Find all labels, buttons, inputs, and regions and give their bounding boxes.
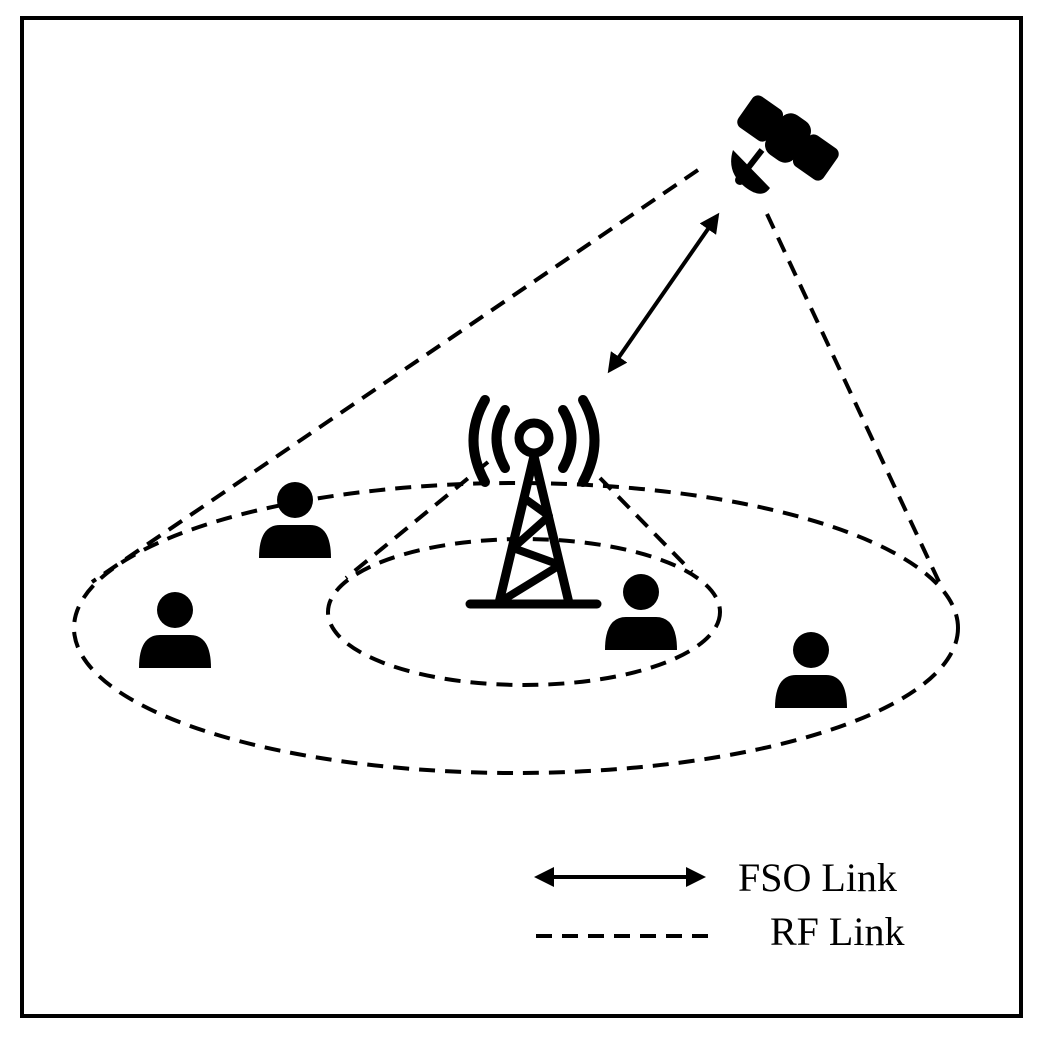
satellite-dish-icon — [731, 148, 770, 194]
satellite-rf-link-left — [90, 168, 700, 584]
user-icon — [259, 482, 331, 558]
cell-tower-icon — [465, 395, 602, 609]
tower-rf-link-right — [598, 476, 694, 574]
fso-link-arrow — [607, 212, 720, 374]
inner-coverage-area — [326, 537, 722, 687]
user-icon — [775, 632, 847, 708]
legend-fso-label: FSO Link — [738, 855, 897, 900]
legend-rf-label: RF Link — [770, 909, 904, 954]
satellite-icon — [737, 95, 839, 181]
satellite-rf-link-right — [765, 213, 942, 585]
user-icon — [605, 574, 677, 650]
legend: FSO Link RF Link — [534, 855, 904, 954]
tower-rf-link-left — [344, 460, 490, 580]
user-icon — [139, 592, 211, 668]
outer-coverage-area — [72, 481, 960, 775]
